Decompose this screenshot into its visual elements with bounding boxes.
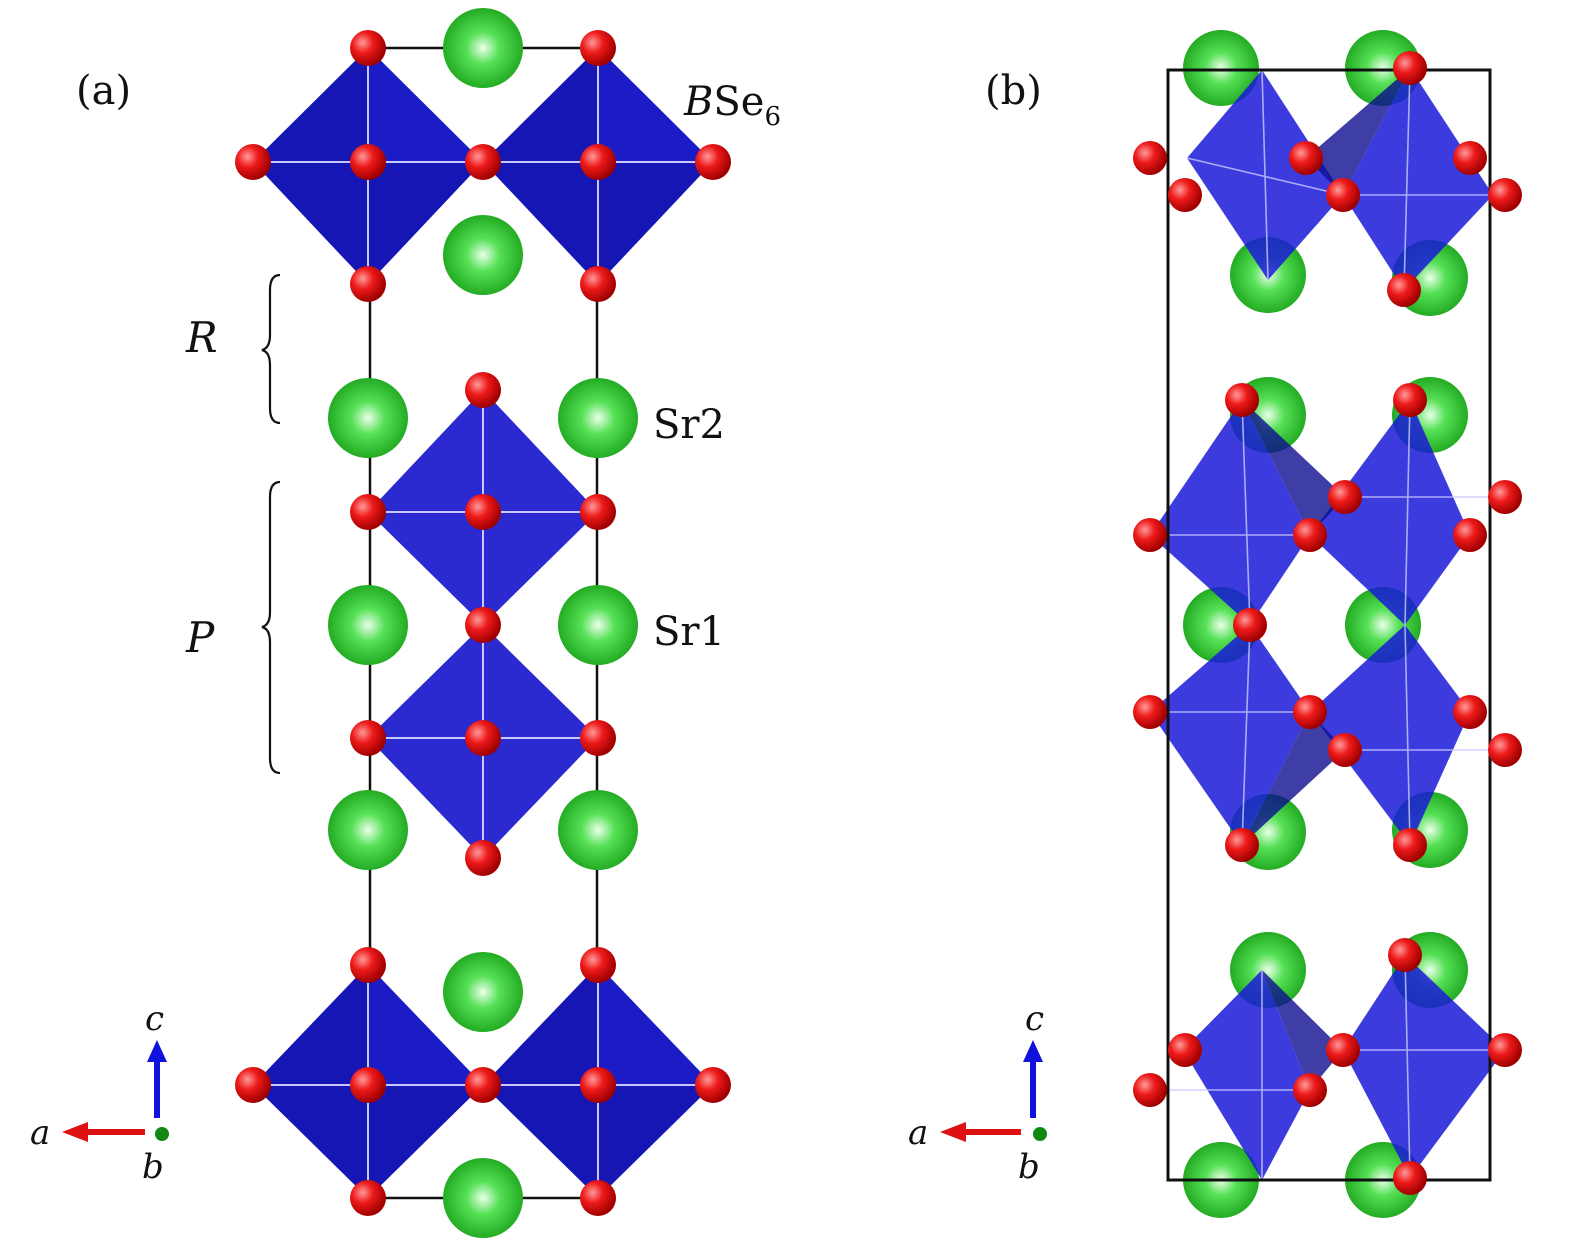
panel-a: (a) BSe6 Sr2 Sr1 R P c a b: [30, 8, 781, 1238]
se-atoms-a: [235, 30, 731, 1216]
panel-b: (b): [908, 30, 1522, 1218]
brace-p: [261, 480, 281, 775]
axes-a: c a b: [30, 999, 169, 1187]
panel-b-label: (b): [985, 68, 1042, 114]
region-r-label: R: [185, 313, 218, 362]
axis-c-label-b: c: [1025, 999, 1044, 1039]
sr-atoms-a: [328, 8, 638, 1238]
axes-b: c a b: [908, 999, 1047, 1187]
region-p-label: P: [185, 613, 215, 662]
octahedron-label: BSe6: [683, 79, 781, 132]
axis-b-label-a: b: [142, 1147, 164, 1187]
brace-r: [261, 273, 281, 425]
axis-a-label-a: a: [30, 1113, 50, 1153]
panel-a-label: (a): [76, 68, 131, 114]
sr1-label: Sr1: [653, 609, 725, 655]
axis-b-label-b: b: [1018, 1147, 1040, 1187]
se-atoms-b: [1133, 51, 1522, 1195]
sr2-label: Sr2: [653, 402, 725, 448]
axis-c-label-a: c: [145, 999, 164, 1039]
octahedra-b: [1150, 67, 1505, 1180]
unit-cell-b: [1166, 68, 1492, 1182]
axis-a-label-b: a: [908, 1113, 928, 1153]
